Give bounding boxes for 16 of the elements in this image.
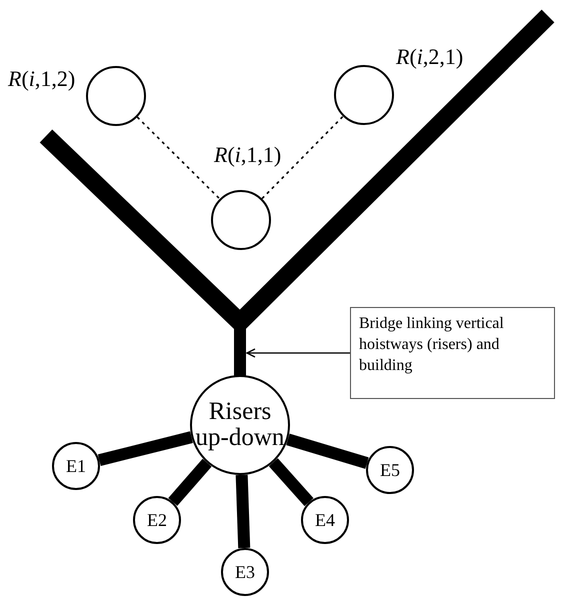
link-bar <box>98 431 193 466</box>
zone-circle <box>86 66 146 126</box>
elevator-circle: E4 <box>301 496 349 544</box>
elevator-circle: E1 <box>52 442 100 490</box>
link-bar <box>236 474 250 548</box>
note-box: Bridge linking vertical hoistways (risers) and building <box>350 307 555 399</box>
link-bar <box>286 434 369 469</box>
zone-label: R(i,1,2) <box>8 66 76 92</box>
arrow <box>246 348 350 358</box>
link-bar <box>268 458 314 506</box>
elevator-circle: E2 <box>133 496 181 544</box>
link-bar <box>168 458 212 506</box>
risers-circle: Risers up-down <box>190 375 290 475</box>
elevator-circle: E5 <box>366 446 414 494</box>
elevator-circle: E3 <box>221 548 269 596</box>
bridge-bar <box>234 326 246 376</box>
